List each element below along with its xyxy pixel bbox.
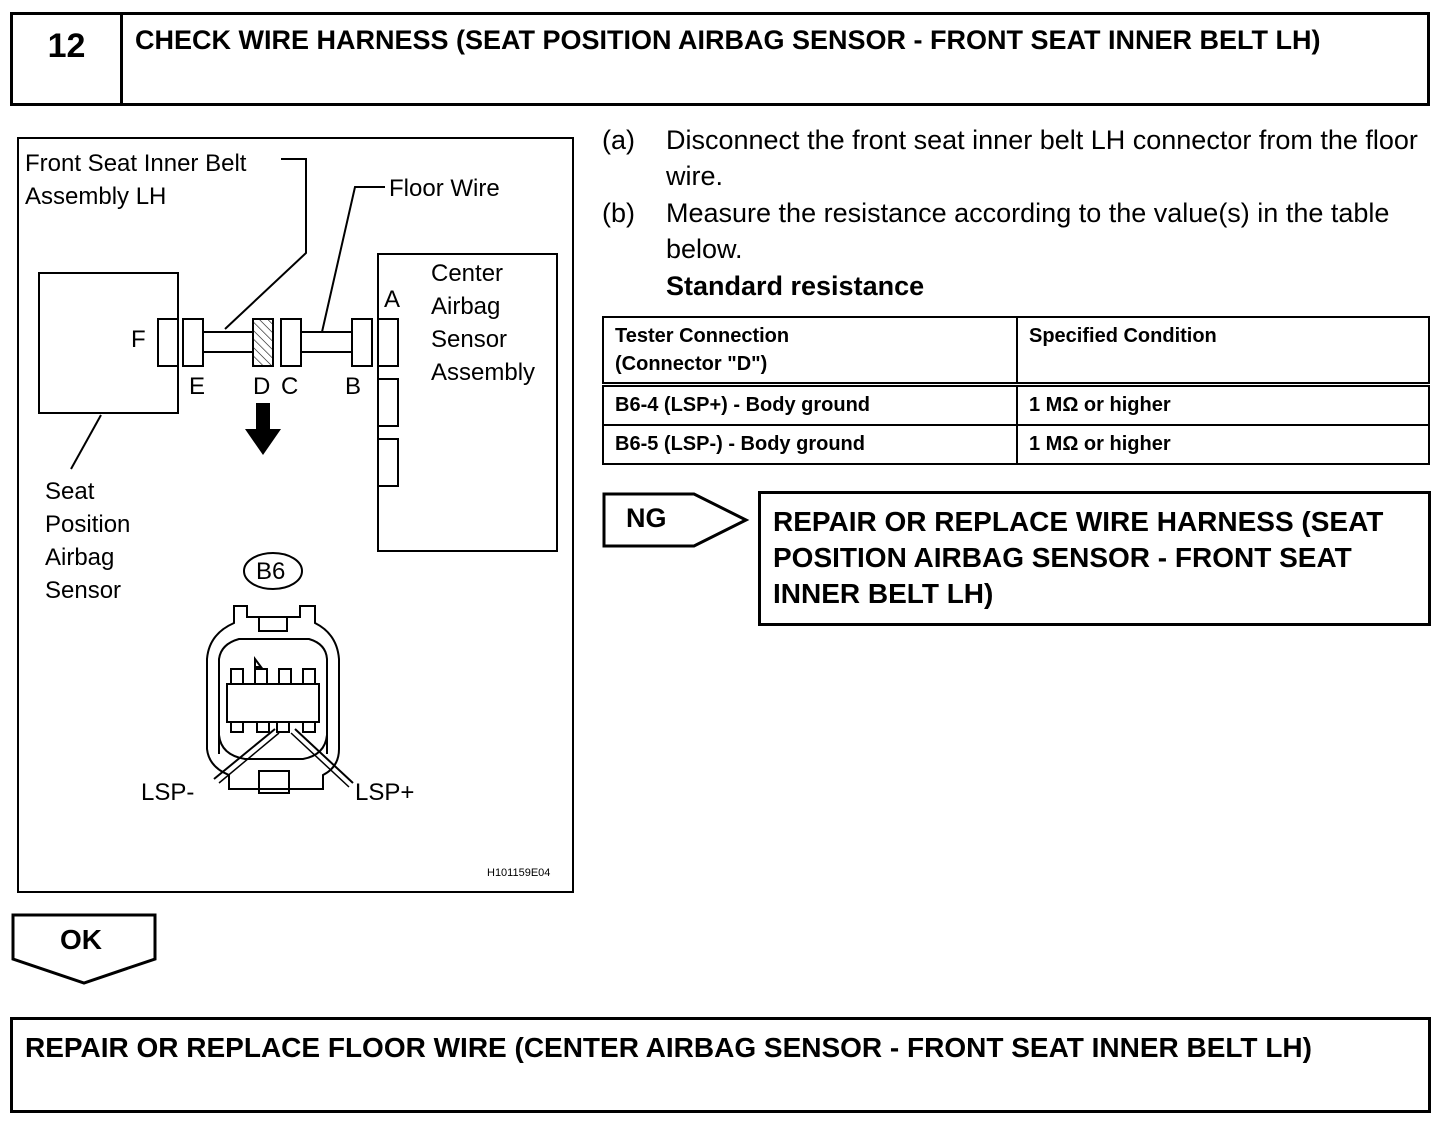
connector-a-3 xyxy=(377,438,399,487)
connector-a xyxy=(377,318,399,367)
label-center-3: Sensor xyxy=(431,326,508,353)
header-tester-line2: (Connector "D") xyxy=(615,353,768,375)
ok-action-box: REPAIR OR REPLACE FLOOR WIRE (CENTER AIR… xyxy=(10,1017,1431,1113)
ok-arrow-tag xyxy=(11,913,157,985)
label-center-1: Center xyxy=(431,260,504,287)
wiring-diagram: Front Seat Inner Belt Assembly LH Floor … xyxy=(17,137,574,893)
table-row: B6-5 (LSP-) - Body ground 1 MΩ or higher xyxy=(602,424,1430,465)
label-conn-a: A xyxy=(384,286,401,313)
label-conn-b: B xyxy=(345,373,362,400)
header-tester-line1: Tester Connection xyxy=(615,325,790,347)
leader-inner-belt xyxy=(224,158,307,330)
table-cell: B6-5 (LSP-) - Body ground xyxy=(602,424,1018,465)
ng-arrow-tag xyxy=(602,492,750,548)
label-seat-2: Position xyxy=(45,511,131,538)
connector-b6-face xyxy=(206,605,340,794)
leader-seat-sensor xyxy=(70,414,102,470)
label-inner-belt-2: Assembly LH xyxy=(25,183,167,210)
label-conn-e: E xyxy=(189,373,206,400)
table-cell: 1 MΩ or higher xyxy=(1016,383,1430,426)
label-seat-3: Airbag xyxy=(45,544,115,571)
down-arrow xyxy=(245,403,281,455)
wiring-diagram-drawing xyxy=(38,158,558,794)
label-conn-c: C xyxy=(281,373,299,400)
step-number: 12 xyxy=(13,15,123,103)
label-lsp-plus: LSP+ xyxy=(355,779,415,806)
step-title: CHECK WIRE HARNESS (SEAT POSITION AIRBAG… xyxy=(135,25,1321,55)
label-seat-1: Seat xyxy=(45,478,95,505)
ng-action-box: REPAIR OR REPLACE WIRE HARNESS (SEAT POS… xyxy=(758,491,1431,626)
connector-c xyxy=(280,318,302,367)
instruction-b-text: Measure the resistance according to the … xyxy=(666,198,1390,264)
connector-e xyxy=(182,318,204,367)
standard-heading: Standard resistance xyxy=(666,271,925,301)
connector-a-2 xyxy=(377,378,399,427)
instruction-a-text: Disconnect the front seat inner belt LH … xyxy=(666,125,1418,191)
ng-label: NG xyxy=(626,503,667,533)
table-cell: B6-4 (LSP+) - Body ground xyxy=(602,383,1018,426)
table-row: B6-4 (LSP+) - Body ground 1 MΩ or higher xyxy=(602,383,1430,426)
connector-f xyxy=(157,318,179,367)
leader-lsp-minus-2 xyxy=(218,732,280,784)
step-header: 12 CHECK WIRE HARNESS (SEAT POSITION AIR… xyxy=(10,12,1430,106)
label-conn-f: F xyxy=(131,326,146,353)
figure-code: H101159E04 xyxy=(487,867,551,879)
label-inner-belt-1: Front Seat Inner Belt xyxy=(25,150,247,177)
table-header-row: Tester Connection (Connector "D") Specif… xyxy=(602,316,1430,387)
resistance-table: Tester Connection (Connector "D") Specif… xyxy=(602,316,1430,465)
leader-floor-wire xyxy=(321,186,385,333)
table-header-cell: Specified Condition xyxy=(1016,316,1430,387)
leader-lsp-plus-2 xyxy=(290,732,350,788)
label-center-4: Assembly xyxy=(431,359,536,386)
label-lsp-minus: LSP- xyxy=(141,779,195,806)
label-seat-4: Sensor xyxy=(45,577,122,604)
label-conn-d: D xyxy=(253,373,271,400)
ok-label: OK xyxy=(60,924,102,955)
leader-lsp-plus xyxy=(294,728,354,784)
leader-lsp-minus xyxy=(213,728,276,780)
table-cell: 1 MΩ or higher xyxy=(1016,424,1430,465)
connector-b xyxy=(351,318,373,367)
label-connector-id: B6 xyxy=(256,558,286,585)
connector-id-oval xyxy=(243,552,303,590)
connector-d xyxy=(252,318,274,367)
label-floor-wire: Floor Wire xyxy=(389,175,500,202)
label-center-2: Airbag xyxy=(431,293,501,320)
table-header-cell: Tester Connection (Connector "D") xyxy=(602,316,1018,387)
instruction-a-letter: (a) xyxy=(602,125,635,155)
instruction-b-letter: (b) xyxy=(602,198,635,228)
